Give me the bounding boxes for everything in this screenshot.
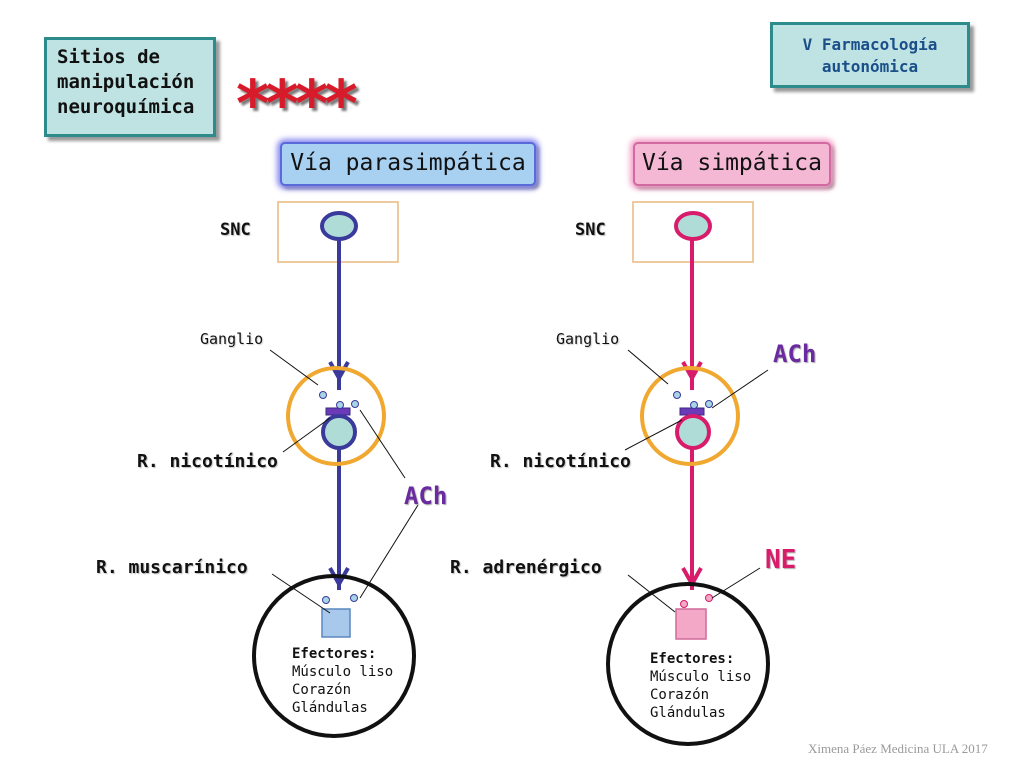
ach-vesicle bbox=[350, 594, 358, 602]
manipulation-sites-line-3: neuroquímica bbox=[57, 96, 195, 118]
ganglio-label-parasympathetic: Ganglio bbox=[200, 330, 264, 348]
footer-credit: Ximena Páez Medicina ULA 2017 bbox=[808, 741, 988, 756]
nicotinic-label-parasympathetic: R. nicotínico bbox=[137, 451, 278, 472]
stars-mark: **** bbox=[236, 68, 358, 142]
ach-vesicle bbox=[319, 391, 327, 399]
parasympathetic-effector-cell bbox=[321, 608, 351, 638]
ne-label: NE bbox=[765, 545, 797, 575]
sympathetic-snc-neuron bbox=[674, 211, 712, 241]
sympathetic-ganglion-neuron bbox=[675, 414, 711, 450]
muscarinic-label: R. muscarínico bbox=[96, 557, 248, 578]
course-title-box: V Farmacología autonómica bbox=[770, 22, 970, 88]
leader-muscarinic bbox=[271, 573, 331, 614]
leader-ne bbox=[711, 567, 761, 599]
leader-ganglio-sympathetic bbox=[627, 349, 669, 385]
ach-label-parasympathetic: ACh bbox=[404, 482, 448, 510]
ach-label-sympathetic: ACh bbox=[773, 340, 817, 368]
effectors-title-parasympathetic: Efectores: bbox=[292, 646, 377, 662]
ach-vesicle bbox=[705, 400, 713, 408]
leader-adrenergic bbox=[627, 574, 676, 613]
nicotinic-label-sympathetic: R. nicotínico bbox=[490, 451, 631, 472]
manipulation-sites-line-2: manipulación bbox=[57, 71, 195, 93]
leader-nicotinic-parasympathetic bbox=[282, 417, 331, 453]
ach-vesicle bbox=[322, 596, 330, 604]
manipulation-sites-box: Sitios de manipulación neuroquímica bbox=[44, 37, 216, 137]
parasympathetic-effector-ring bbox=[252, 574, 416, 738]
effector-item: Corazón bbox=[650, 687, 710, 703]
parasympathetic-ganglion-ring bbox=[286, 366, 386, 466]
ach-vesicle bbox=[336, 401, 344, 409]
effectors-parasympathetic: Efectores: Músculo liso Corazón Glándula… bbox=[292, 645, 393, 717]
ach-vesicle bbox=[673, 391, 681, 399]
sympathetic-nicotinic-receptor bbox=[679, 407, 705, 416]
effectors-title-sympathetic: Efectores: bbox=[650, 651, 735, 667]
course-title-line-2: autonómica bbox=[821, 57, 919, 76]
effector-item: Músculo liso bbox=[292, 664, 394, 680]
effectors-sympathetic: Efectores: Músculo liso Corazón Glándula… bbox=[650, 650, 751, 722]
leader-ganglio-parasympathetic bbox=[269, 349, 319, 386]
sympathetic-effector-ring bbox=[606, 582, 770, 746]
leader-ach-ganglion-parasympathetic bbox=[359, 409, 406, 479]
parasympathetic-snc-neuron bbox=[320, 211, 358, 241]
sympathetic-effector-cell bbox=[675, 608, 707, 640]
ne-vesicle bbox=[705, 594, 713, 602]
parasympathetic-postganglionic-terminal bbox=[328, 567, 350, 590]
parasympathetic-nicotinic-receptor bbox=[325, 407, 351, 416]
snc-label-sympathetic: SNC bbox=[575, 220, 606, 240]
course-title-line-1: V Farmacología bbox=[802, 35, 938, 54]
leader-nicotinic-sympathetic bbox=[624, 419, 683, 451]
snc-label-parasympathetic: SNC bbox=[220, 220, 251, 240]
ach-vesicle bbox=[690, 401, 698, 409]
effector-item: Glándulas bbox=[650, 705, 726, 721]
sympathetic-title: Vía simpática bbox=[633, 142, 831, 186]
ach-vesicle bbox=[351, 400, 359, 408]
manipulation-sites-line-1: Sitios de bbox=[57, 46, 160, 68]
effector-item: Músculo liso bbox=[650, 669, 752, 685]
leader-ach-sympathetic bbox=[711, 369, 769, 409]
parasympathetic-ganglion-neuron bbox=[321, 414, 357, 450]
parasympathetic-title: Vía parasimpática bbox=[280, 142, 536, 186]
leader-ach-effector-parasympathetic bbox=[359, 504, 419, 599]
sympathetic-ganglion-ring bbox=[640, 366, 740, 466]
effector-item: Glándulas bbox=[292, 700, 368, 716]
effector-item: Corazón bbox=[292, 682, 352, 698]
adrenergic-label: R. adrenérgico bbox=[450, 557, 602, 578]
ganglio-label-sympathetic: Ganglio bbox=[556, 330, 620, 348]
ne-vesicle bbox=[680, 600, 688, 608]
